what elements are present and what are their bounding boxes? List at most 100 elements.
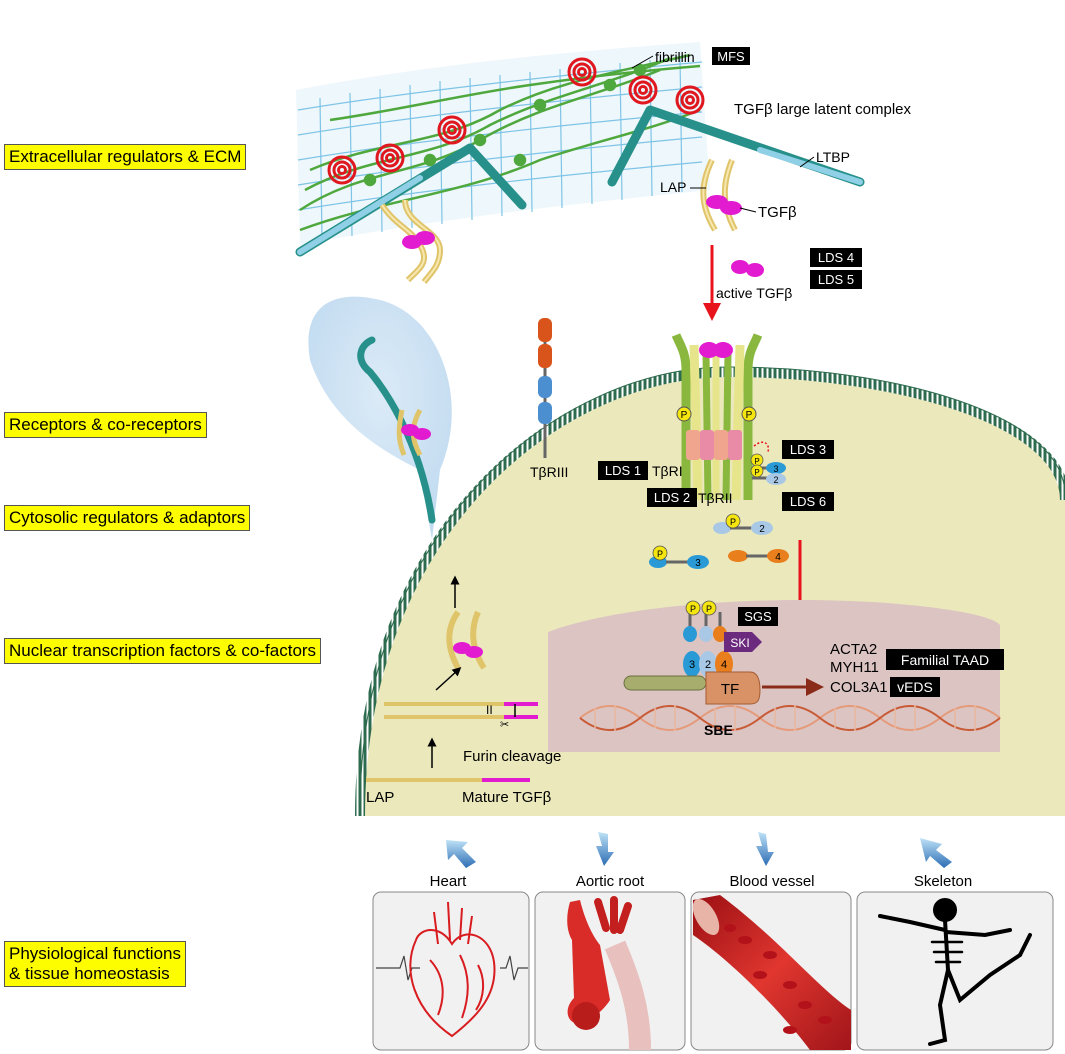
- p-label-left: P: [681, 410, 688, 421]
- fibrillin-label: fibrillin: [655, 49, 695, 65]
- complex-smad2-label: 2: [705, 659, 711, 671]
- ski-shape: [724, 632, 762, 652]
- smad-complex: [683, 600, 733, 677]
- smad3-p-label: P: [657, 549, 663, 559]
- active-tgfb-label: active TGFβ: [716, 285, 792, 301]
- ltbp-right: [607, 105, 865, 187]
- tier-text: Extracellular regulators & ECM: [9, 147, 242, 166]
- sbe-label: SBE: [704, 722, 733, 738]
- lap-label: LAP: [660, 179, 686, 195]
- familial-taad-label: Familial TAAD: [901, 652, 989, 668]
- receptor-complex: [671, 333, 763, 501]
- tbr3-coreceptor: [538, 318, 552, 458]
- heart-label: Heart: [430, 873, 468, 890]
- familial-taad-badge: [886, 649, 1004, 670]
- mfs-label: MFS: [717, 49, 745, 64]
- active-tgfb: [731, 260, 764, 277]
- gene-acta2: ACTA2: [830, 641, 877, 658]
- lds5-label: LDS 5: [818, 272, 854, 287]
- aortic-root-panel: [534, 891, 686, 1051]
- lds1-label: LDS 1: [605, 463, 641, 478]
- tier-text-line1: Physiological functions: [9, 944, 181, 963]
- tier-label-nuclear: Nuclear transcription factors & co-facto…: [4, 638, 322, 664]
- complex-p-label-1: P: [690, 604, 696, 614]
- smad4-label: 4: [775, 552, 781, 563]
- tbr1-label: TβRI: [652, 463, 683, 479]
- lds5-badge: [810, 270, 862, 289]
- heart-icon: [376, 901, 528, 1038]
- smad-p-label-2: P: [754, 468, 759, 477]
- latent-complex-left: [379, 199, 444, 284]
- scissors-icon: ✂: [500, 719, 509, 731]
- smad-receptor-pair: [750, 441, 786, 485]
- dna-icon: [579, 705, 1001, 731]
- lds6-badge: [782, 492, 834, 511]
- tier-text: Receptors & co-receptors: [9, 415, 202, 434]
- folding-arrow: [435, 666, 462, 691]
- tier-label-extracellular: Extracellular regulators & ECM: [4, 144, 247, 170]
- smad2-p-label: P: [730, 517, 736, 527]
- lds1-badge: [598, 461, 648, 480]
- p-label-right: P: [746, 410, 753, 421]
- skeleton-panel: [856, 891, 1054, 1051]
- complex-p-label-2: P: [706, 604, 712, 614]
- tgfb-pointer: [739, 207, 757, 213]
- complex-smad3-label: 3: [689, 659, 695, 671]
- skeleton-icon: [878, 898, 1032, 1046]
- fibrillin-pointer: [631, 55, 654, 69]
- smad2-free: [713, 513, 773, 535]
- smad3-label: 3: [695, 558, 701, 569]
- skeleton-label: Skeleton: [914, 873, 972, 890]
- blood-vessel-panel: [690, 891, 852, 1051]
- sgs-label: SGS: [744, 609, 772, 624]
- smad2-label-receptor: 2: [773, 475, 778, 485]
- tier-text-line2: & tissue homeostasis: [9, 964, 170, 983]
- tier-text: Nuclear transcription factors & co-facto…: [9, 641, 317, 660]
- ltbp-left: [295, 143, 527, 257]
- lds3-label: LDS 3: [790, 442, 826, 457]
- gene-col3a1: COL3A1: [830, 679, 888, 696]
- tier-label-physiological: Physiological functions & tissue homeost…: [4, 941, 186, 987]
- latent-dimer: [446, 610, 487, 670]
- complex-label: TGFβ large latent complex: [734, 101, 912, 118]
- gene-myh11: MYH11: [830, 659, 879, 676]
- smad3-label-receptor: 3: [773, 464, 778, 474]
- complex-smad4-label: 4: [721, 659, 727, 671]
- down-arrow-icon: [446, 832, 952, 868]
- tier-label-cytosolic: Cytosolic regulators & adaptors: [4, 505, 251, 531]
- smad2-label: 2: [759, 524, 765, 535]
- veds-label: vEDS: [897, 679, 933, 695]
- smad4-free: [728, 549, 789, 563]
- tgfb-label: TGFβ: [758, 204, 797, 221]
- lds2-label: LDS 2: [654, 490, 690, 505]
- latent-complex-right: [700, 158, 742, 232]
- ltbp-label: LTBP: [816, 149, 850, 165]
- veds-badge: [890, 677, 940, 697]
- heart-panel: [372, 891, 530, 1051]
- mature-tgfb-label: Mature TGFβ: [462, 789, 552, 806]
- lds4-label: LDS 4: [818, 250, 854, 265]
- blood-vessel-label: Blood vessel: [729, 873, 814, 890]
- aortic-root-icon: [567, 896, 651, 1051]
- aortic-root-label: Aortic root: [576, 873, 645, 890]
- cofactor-bar: [623, 675, 707, 691]
- lds6-label: LDS 6: [790, 494, 826, 509]
- tf-label: TF: [721, 681, 739, 698]
- lds4-badge: [810, 248, 862, 267]
- pro-tgfb-dimer: [384, 702, 538, 719]
- tf-shape: [705, 671, 761, 705]
- ski-label: SKI: [730, 636, 749, 650]
- ltbp-pointer: [799, 156, 815, 168]
- tbr2-label: TβRII: [698, 490, 733, 506]
- tbr3-label: TβRIII: [530, 464, 568, 480]
- lds2-badge: [647, 488, 697, 507]
- roman-label: II: [486, 703, 493, 717]
- tier-text: Cytosolic regulators & adaptors: [9, 508, 246, 527]
- mfs-spirals: [327, 57, 705, 185]
- furin-label: Furin cleavage: [463, 748, 561, 765]
- tier-label-receptors: Receptors & co-receptors: [4, 412, 207, 438]
- mfs-badge: [712, 47, 750, 65]
- blood-vessel-icon: [692, 895, 851, 1050]
